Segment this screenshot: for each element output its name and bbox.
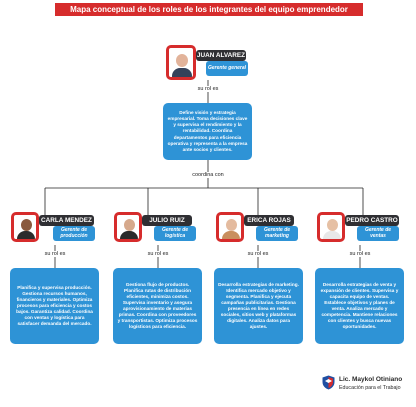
label-su-rol-es-2: su rol es	[145, 251, 171, 257]
label-su-rol-es-top: su rol es	[195, 86, 221, 92]
role-julio: Gerente de logística	[154, 226, 196, 241]
footer-author: Lic. Maykol Otiniano	[339, 376, 403, 383]
name-pedro: PEDRO CASTRO	[345, 215, 399, 226]
label-su-rol-es-3: su rol es	[245, 251, 271, 257]
name-julio: JULIO RUIZ	[142, 215, 192, 226]
role-pedro: Gerente de ventas	[357, 226, 399, 241]
avatar-julio	[114, 212, 142, 242]
desc-julio: Gestiona flujo de productos. Planifica r…	[113, 268, 202, 344]
footer-subtitle: Educación para el Trabajo	[339, 385, 401, 391]
desc-juan: Define visión y estrategia empresarial. …	[163, 103, 252, 160]
map-title: Mapa conceptual de los roles de los inte…	[55, 3, 363, 16]
label-su-rol-es-4: su rol es	[347, 251, 373, 257]
shield-logo-icon	[322, 375, 335, 390]
desc-pedro: Desarrolla estrategias de venta y expans…	[315, 268, 404, 344]
label-coordina-con: coordina con	[190, 172, 226, 178]
avatar-juan	[166, 45, 196, 80]
avatar-pedro	[317, 212, 345, 242]
name-erica: ERICA ROJAS	[244, 215, 294, 226]
avatar-carla	[11, 212, 39, 242]
desc-erica: Desarrolla estrategias de marketing. Ide…	[214, 268, 303, 344]
label-su-rol-es-1: su rol es	[42, 251, 68, 257]
desc-carla: Planifica y supervisa producción. Gestio…	[10, 268, 99, 344]
name-juan: JUAN ALVAREZ	[196, 50, 246, 61]
role-erica: Gerente de marketing	[256, 226, 298, 241]
role-juan: Gerente general	[206, 61, 248, 76]
avatar-erica	[216, 212, 244, 242]
name-carla: CARLA MENDEZ	[39, 215, 94, 226]
role-carla: Gerente de producción	[53, 226, 95, 241]
